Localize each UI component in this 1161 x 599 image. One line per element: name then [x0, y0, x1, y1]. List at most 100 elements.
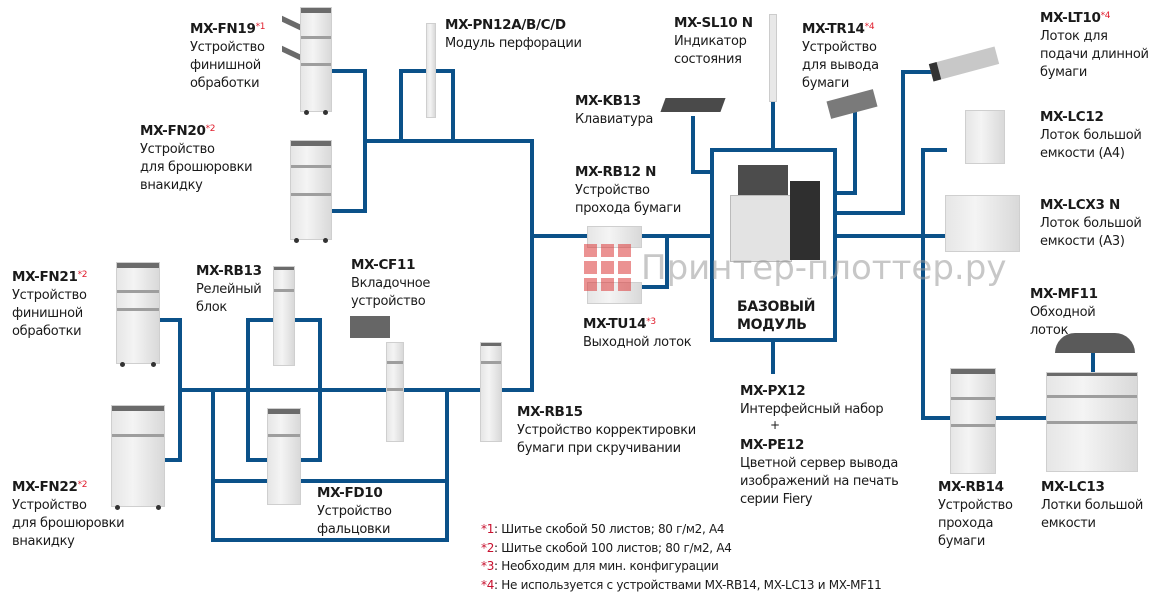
label-mx-tu14: MX-TU14*3 Выходной лоток: [583, 315, 692, 352]
label-mx-fn19: MX-FN19*1 Устройство финишной обработки: [190, 20, 265, 93]
device-desc: Релейный блок: [196, 282, 262, 315]
label-mx-tr14: MX-TR14*4 Устройство для вывода бумаги: [802, 20, 879, 93]
label-mx-pe12: MX-PE12 Цветной сервер вывода изображени…: [740, 436, 899, 509]
device-code: MX-RB13: [196, 263, 262, 279]
connector-lt10: [833, 70, 932, 215]
device-code: MX-LCX3 N: [1040, 197, 1120, 213]
device-mx-tu14[interactable]: [587, 282, 642, 304]
device-code: MX-RB12 N: [575, 164, 657, 180]
label-mx-sl10n: MX-SL10 N Индикатор состояния: [674, 14, 753, 69]
footnotes: *1: Шитье скобой 50 листов; 80 г/м2, A4 …: [481, 520, 882, 595]
device-mx-rb13[interactable]: [273, 266, 295, 366]
device-code: MX-TR14: [802, 21, 865, 37]
device-code: MX-PN12A/B/C/D: [445, 17, 566, 33]
device-desc: Цветной сервер вывода изображений на печ…: [740, 456, 899, 507]
device-mx-fn21[interactable]: [116, 262, 160, 367]
device-desc: Модуль перфорации: [445, 36, 582, 51]
footnote-ref: *3: [646, 317, 656, 327]
footnote-text: : Шитье скобой 50 листов; 80 г/м2, A4: [494, 522, 725, 536]
label-mx-lt10: MX-LT10*4 Лоток для подачи длинной бумаг…: [1040, 9, 1149, 82]
device-code: MX-SL10 N: [674, 15, 753, 31]
device-code: MX-KB13: [575, 93, 641, 109]
device-mx-lcx3n[interactable]: [945, 195, 1020, 252]
device-mx-pn12[interactable]: [426, 23, 436, 118]
label-mx-rb15: MX-RB15 Устройство корректировки бумаги …: [517, 403, 696, 458]
connector-tu14: [639, 234, 669, 289]
footnote-ref: *2: [77, 480, 88, 490]
device-code: MX-TU14: [583, 316, 647, 332]
device-code: MX-MF11: [1030, 286, 1098, 302]
device-mx-rb14[interactable]: [950, 368, 996, 474]
device-mx-cf11-tray: [350, 316, 390, 338]
footnote-ref: *1: [255, 22, 266, 32]
connector-lc12: [921, 148, 952, 420]
device-desc: Устройство для брошюровки внакидку: [12, 498, 125, 549]
label-mx-rb12n: MX-RB12 N Устройство прохода бумаги: [575, 163, 681, 218]
device-mx-rb15[interactable]: [480, 342, 502, 442]
device-mx-rb12n[interactable]: [587, 226, 642, 248]
device-mx-lc12[interactable]: [965, 110, 1005, 164]
footnote-text: : Не используется с устройствами MX-RB14…: [494, 577, 882, 592]
footnote-ref: *2: [205, 124, 216, 134]
connector-fn21-fn22: [158, 318, 182, 462]
connector-kb13: [691, 116, 714, 174]
label-mx-fn20: MX-FN20*2 Устройство для брошюровки внак…: [140, 122, 253, 195]
footnote-4: *4: Не используется с устройствами MX-RB…: [481, 576, 882, 595]
device-desc: Устройство для брошюровки внакидку: [140, 142, 253, 193]
label-mx-lc13: MX-LC13 Лотки большой емкости: [1041, 478, 1143, 533]
device-code: MX-PX12: [740, 383, 806, 399]
device-desc: Устройство фальцовки: [317, 504, 392, 537]
device-base-module[interactable]: [730, 165, 820, 262]
device-desc: Обходной лоток: [1030, 305, 1096, 338]
footnote-mark: *1: [481, 522, 495, 536]
device-desc: Индикатор состояния: [674, 34, 747, 67]
footnote-mark: *3: [481, 559, 495, 573]
footnote-3: *3: Необходим для мин. конфигурации: [481, 557, 881, 576]
device-mx-fn20[interactable]: [290, 140, 332, 243]
device-desc: Лоток большой емкости (A3): [1040, 216, 1142, 249]
device-desc: Интерфейсный набор: [740, 402, 884, 417]
label-mx-mf11: MX-MF11 Обходной лоток: [1030, 285, 1098, 340]
label-mx-kb13: MX-KB13 Клавиатура: [575, 92, 653, 129]
device-desc: Устройство для вывода бумаги: [802, 40, 879, 91]
plus-sign: +: [770, 418, 781, 432]
device-code: MX-FN22: [12, 479, 78, 495]
label-mx-pn12: MX-PN12A/B/C/D Модуль перфорации: [445, 16, 582, 53]
label-mx-lcx3n: MX-LCX3 N Лоток большой емкости (A3): [1040, 196, 1142, 251]
device-desc: Выходной лоток: [583, 335, 692, 350]
device-mx-cf11[interactable]: [386, 342, 404, 442]
footnote-mark: *2: [481, 540, 495, 555]
connector-rb13: [246, 318, 322, 462]
connector-tr14: [833, 107, 857, 195]
device-mx-fn22[interactable]: [111, 405, 165, 510]
device-code: MX-RB14: [938, 479, 1004, 495]
label-mx-cf11: MX-CF11 Вкладочное устройство: [351, 256, 430, 311]
device-code: MX-FN20: [140, 123, 206, 139]
label-mx-px12: MX-PX12 Интерфейсный набор: [740, 382, 884, 419]
footnote-text: : Шитье скобой 100 листов; 80 г/м2, A4: [494, 540, 732, 555]
device-mx-fn19[interactable]: [300, 7, 332, 115]
connector-fn19: [328, 69, 367, 213]
label-mx-rb13: MX-RB13 Релейный блок: [196, 262, 262, 317]
device-code: MX-LC13: [1041, 479, 1105, 495]
device-mx-sl10n[interactable]: [769, 14, 777, 102]
label-mx-fn21: MX-FN21*2 Устройство финишной обработки: [12, 268, 87, 341]
device-code: MX-FD10: [317, 485, 383, 501]
device-desc: Устройство финишной обработки: [190, 40, 265, 91]
footnote-ref: *2: [77, 270, 88, 280]
device-desc: Лоток большой емкости (A4): [1040, 128, 1142, 161]
device-code: MX-PE12: [740, 437, 805, 453]
footnote-2: *2: Шитье скобой 100 листов; 80 г/м2, A4: [481, 539, 881, 558]
device-code: MX-LC12: [1040, 109, 1104, 125]
footnote-ref: *4: [864, 22, 875, 32]
label-mx-lc12: MX-LC12 Лоток большой емкости (A4): [1040, 108, 1142, 163]
device-mx-kb13[interactable]: [660, 98, 726, 112]
device-mx-mf11[interactable]: [1055, 333, 1135, 353]
device-mx-fd10[interactable]: [267, 408, 301, 505]
device-desc: Устройство корректировки бумаги при скру…: [517, 423, 696, 456]
footnote-mark: *4: [481, 577, 495, 592]
device-code: MX-FN21: [12, 269, 78, 285]
device-desc: Лотки большой емкости: [1041, 498, 1144, 531]
device-mx-lc13[interactable]: [1046, 372, 1138, 472]
